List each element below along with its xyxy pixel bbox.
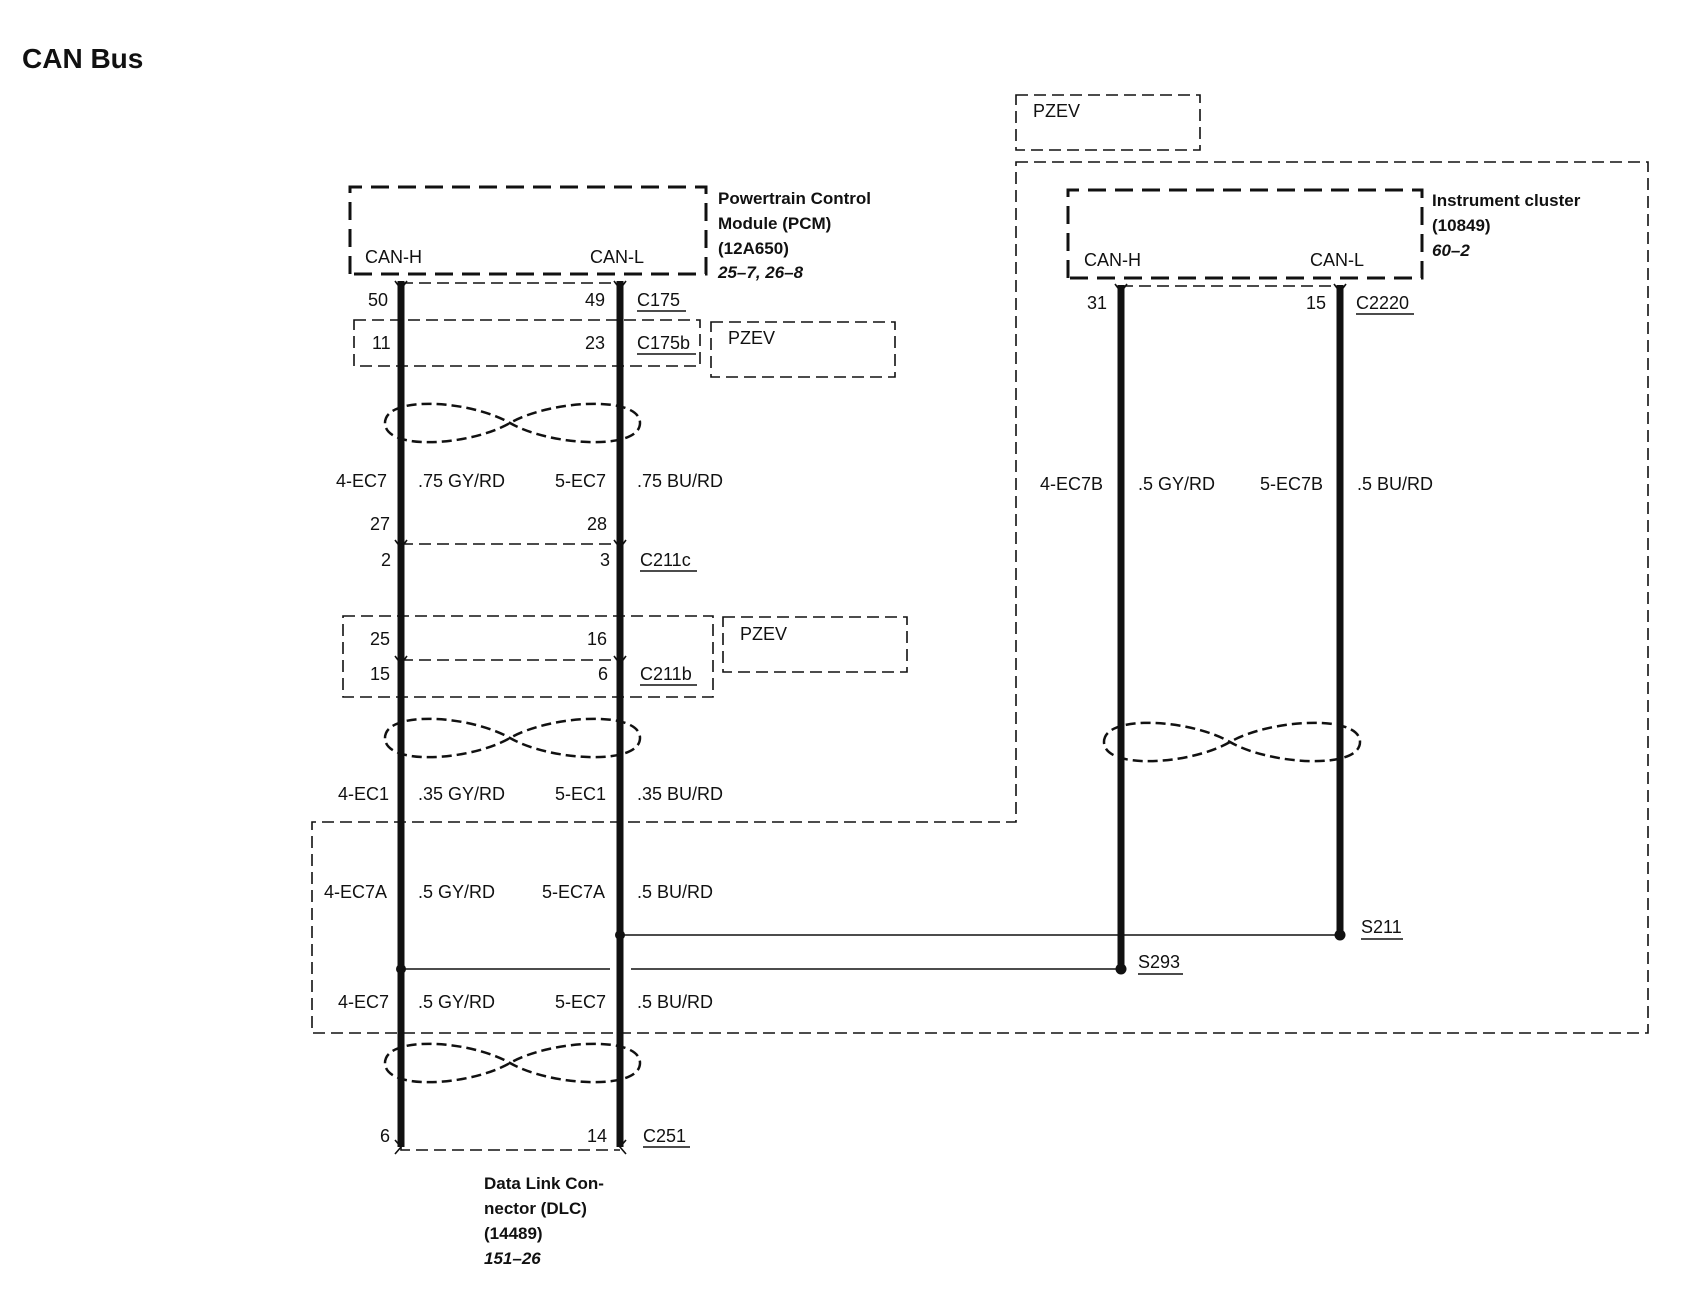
seg2-h-spec: .35 GY/RD	[418, 784, 505, 804]
seg1-h-spec: .75 GY/RD	[418, 471, 505, 491]
c211b-pin-h	[394, 655, 408, 666]
pcm-can-h-label: CAN-H	[365, 247, 422, 267]
c211b-label: C211b	[640, 664, 692, 684]
c211b-pin-h-out-label: 15	[370, 664, 390, 684]
pzev-label-top: PZEV	[1033, 101, 1080, 121]
dlc-name-line2: nector (DLC)	[484, 1199, 587, 1218]
seg3-h-circuit: 4-EC7A	[324, 882, 387, 902]
c211b-pin-l-out-label: 6	[598, 664, 608, 684]
c2220-pin-l-label: 15	[1306, 293, 1326, 313]
c211b-pzev-box	[342, 615, 714, 698]
pcm-can-l-label: CAN-L	[590, 247, 644, 267]
c251-pin-l-label: 14	[587, 1126, 607, 1146]
c211b-pin-h-in-label: 25	[370, 629, 390, 649]
cl-l-spec: .5 BU/RD	[1357, 474, 1433, 494]
splice-s293-dot	[1115, 963, 1127, 975]
seg4-l-circuit: 5-EC7	[555, 992, 606, 1012]
dlc-name-line3: (14489)	[484, 1224, 543, 1243]
c175-pin-l-label: 49	[585, 290, 605, 310]
dlc-ref: 151–26	[484, 1249, 541, 1268]
seg1-l-circuit: 5-EC7	[555, 471, 606, 491]
cl-h-circuit: 4-EC7B	[1040, 474, 1103, 494]
pcm-name-line1: Powertrain Control	[718, 189, 871, 208]
seg2-l-spec: .35 BU/RD	[637, 784, 723, 804]
c211c-pin-h-in-label: 27	[370, 514, 390, 534]
pzev-label-c211b: PZEV	[740, 624, 787, 644]
splice-s293-label: S293	[1138, 952, 1180, 972]
c211b-pin-l-in-label: 16	[587, 629, 607, 649]
c251-pin-l	[618, 1139, 627, 1155]
pzev-box-top	[1015, 94, 1201, 151]
c2220-pin-l	[1333, 283, 1347, 294]
c175b-pin-h-label: 11	[372, 333, 391, 353]
seg1-h-circuit: 4-EC7	[336, 471, 387, 491]
cluster-can-l-label: CAN-L	[1310, 250, 1364, 270]
pzev-box-c175b	[710, 321, 896, 378]
c2220-pin-h-label: 31	[1087, 293, 1107, 313]
pcm-name-line3: (12A650)	[718, 239, 789, 258]
c175-label: C175	[637, 290, 680, 310]
seg4-h-spec: .5 GY/RD	[418, 992, 495, 1012]
splice-s211-dot	[1334, 929, 1346, 941]
c211c-pin-h-out-label: 2	[381, 550, 391, 570]
c211c-pin-l-in-label: 28	[587, 514, 607, 534]
c175-pin-l	[613, 280, 627, 291]
twisted-pair-3	[383, 1042, 642, 1084]
pcm-module-box	[348, 185, 708, 276]
seg2-l-circuit: 5-EC1	[555, 784, 606, 804]
seg2-h-circuit: 4-EC1	[338, 784, 389, 804]
seg3-l-circuit: 5-EC7A	[542, 882, 605, 902]
cl-h-spec: .5 GY/RD	[1138, 474, 1215, 494]
pzev-region	[311, 161, 1649, 1034]
c251-pin-h-label: 6	[380, 1126, 390, 1146]
cluster-name-line1: Instrument cluster	[1432, 191, 1581, 210]
splice-s211-label: S211	[1361, 917, 1402, 937]
pzev-label-c175b: PZEV	[728, 328, 775, 348]
twisted-pair-cluster	[1102, 721, 1362, 763]
seg4-h-circuit: 4-EC7	[338, 992, 389, 1012]
c175b-pzev-box	[353, 319, 701, 367]
page-title: CAN Bus	[22, 43, 143, 74]
dlc-name-line1: Data Link Con-	[484, 1174, 604, 1193]
pcm-ref: 25–7, 26–8	[717, 263, 804, 282]
cluster-ref: 60–2	[1432, 241, 1470, 260]
c175b-pin-l-label: 23	[585, 333, 605, 353]
seg3-l-spec: .5 BU/RD	[637, 882, 713, 902]
c211c-pin-h	[394, 539, 408, 550]
c175-pin-h-label: 50	[368, 290, 388, 310]
c211b-pin-l	[613, 655, 627, 666]
pzev-box-c211b	[722, 616, 908, 673]
seg1-l-spec: .75 BU/RD	[637, 471, 723, 491]
cluster-can-h-label: CAN-H	[1084, 250, 1141, 270]
cluster-name-line2: (10849)	[1432, 216, 1491, 235]
c211c-pin-l-out-label: 3	[600, 550, 610, 570]
cl-l-circuit: 5-EC7B	[1260, 474, 1323, 494]
seg4-l-spec: .5 BU/RD	[637, 992, 713, 1012]
c251-label: C251	[643, 1126, 686, 1146]
c175b-label: C175b	[637, 333, 690, 353]
pcm-name-line2: Module (PCM)	[718, 214, 831, 233]
cluster-module-box	[1066, 188, 1424, 280]
twisted-pair-2	[383, 717, 642, 759]
c2220-label: C2220	[1356, 293, 1409, 313]
c211c-label: C211c	[640, 550, 691, 570]
twisted-pair-1	[383, 402, 642, 444]
c211c-pin-l	[613, 539, 627, 550]
c251-connector-line	[400, 1147, 620, 1151]
seg3-h-spec: .5 GY/RD	[418, 882, 495, 902]
